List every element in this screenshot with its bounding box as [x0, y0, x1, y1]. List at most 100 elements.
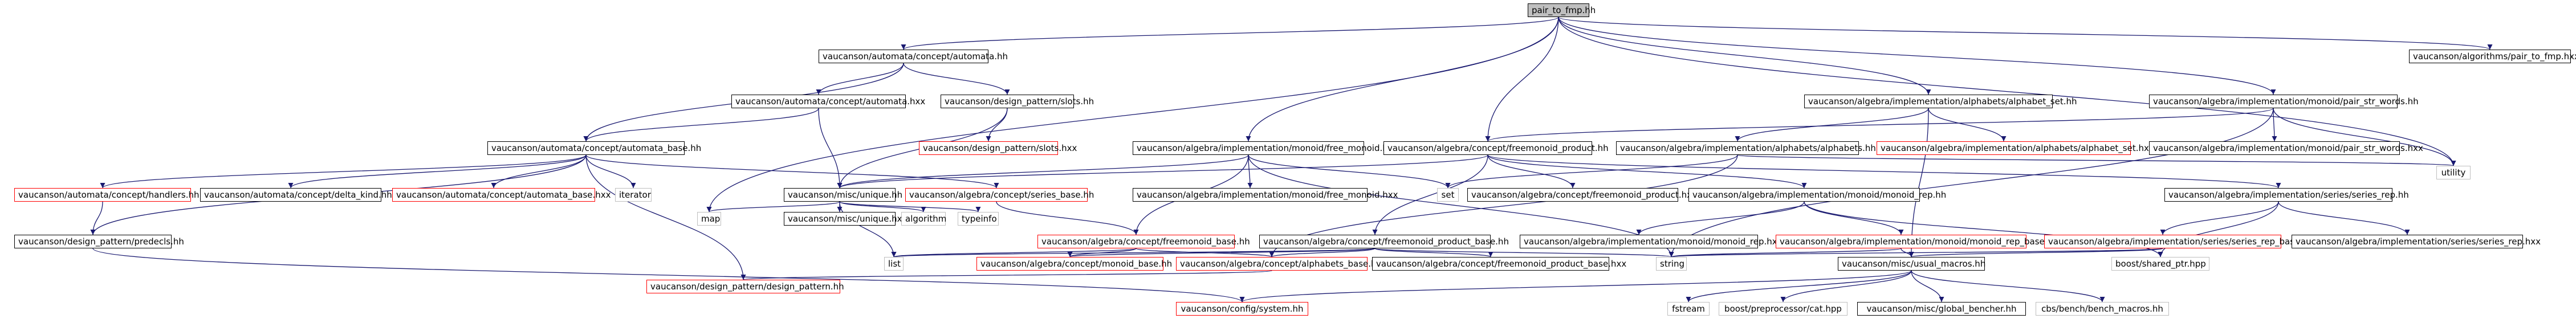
edge	[892, 248, 1376, 258]
edge	[1485, 17, 1559, 142]
edge	[1804, 201, 2163, 258]
edge	[2272, 108, 2277, 142]
edge	[1558, 17, 2493, 50]
node-monoid-rep-base-hh[interactable]: vaucanson/algebra/implementation/monoid/…	[1776, 235, 2058, 248]
node-slots-hxx[interactable]: vaucanson/design_pattern/slots.hxx	[919, 141, 1077, 155]
node-list[interactable]: list	[884, 257, 904, 271]
edge	[903, 63, 1010, 95]
edge	[2158, 201, 2279, 258]
edge	[288, 154, 587, 189]
edge	[491, 154, 587, 189]
node-freemonoid-product-base-hxx[interactable]: vaucanson/algebra/concept/freemonoid_pro…	[1372, 257, 1626, 271]
node-unique-hxx[interactable]: vaucanson/misc/unique.hxx	[784, 212, 907, 226]
node-string[interactable]: string	[1656, 257, 1687, 271]
edge	[1780, 270, 1912, 303]
node-monoid-rep-hxx[interactable]: vaucanson/algebra/implementation/monoid/…	[1520, 235, 1783, 248]
edge	[1445, 154, 1738, 189]
edge	[100, 154, 587, 189]
edge	[1239, 270, 1912, 303]
node-unique-hh[interactable]: vaucanson/misc/unique.hh	[784, 188, 902, 202]
node-pair-to-fmp-hxx[interactable]: vaucanson/algorithms/pair_to_fmp.hxx	[2409, 50, 2576, 63]
node-slots-hh[interactable]: vaucanson/design_pattern/slots.hh	[941, 95, 1094, 108]
node-monoid-base-hh[interactable]: vaucanson/algebra/concept/monoid_base.hh	[976, 257, 1172, 271]
edge	[1487, 154, 1576, 189]
node-series-base-hh[interactable]: vaucanson/algebra/concept/series_base.hh	[905, 188, 1094, 202]
node-automata-base-hxx[interactable]: vaucanson/automata/concept/automata_base…	[392, 188, 611, 202]
edge	[1928, 108, 2007, 142]
edge	[2160, 201, 2279, 235]
node-automata-hh[interactable]: vaucanson/automata/concept/automata.hh	[819, 50, 1008, 63]
edge	[1248, 154, 1451, 189]
node-design-pattern-hh[interactable]: vaucanson/design_pattern/design_pattern.…	[646, 280, 844, 293]
node-typeinfo[interactable]: typeinfo	[958, 212, 999, 226]
edge	[2273, 108, 2456, 166]
node-map[interactable]: map	[697, 212, 721, 226]
node-free-monoid-hh[interactable]: vaucanson/algebra/implementation/monoid/…	[1133, 141, 1393, 155]
edge	[1068, 248, 1376, 258]
node-automata-base-hh[interactable]: vaucanson/automata/concept/automata_base…	[487, 141, 701, 155]
node-global-bencher-hh[interactable]: vaucanson/misc/global_bencher.hh	[1857, 302, 2026, 316]
edge	[92, 248, 1245, 303]
edge	[891, 248, 1137, 258]
node-automata-hxx[interactable]: vaucanson/automata/concept/automata.hxx	[731, 95, 925, 108]
edge	[839, 201, 981, 213]
node-cat-hpp[interactable]: boost/preprocessor/cat.hpp	[1719, 302, 1847, 316]
edge	[585, 154, 636, 189]
node-fstream[interactable]: fstream	[1667, 302, 1710, 316]
edge	[996, 201, 1139, 235]
edge	[583, 108, 819, 142]
node-series-rep-hh[interactable]: vaucanson/algebra/implementation/series/…	[2164, 188, 2409, 202]
edge	[818, 108, 843, 189]
node-series-rep-hxx[interactable]: vaucanson/algebra/implementation/series/…	[2292, 235, 2541, 248]
node-system-hh[interactable]: vaucanson/config/system.hh	[1176, 302, 1308, 316]
edge	[741, 270, 1272, 280]
edge	[90, 201, 103, 235]
node-pair-to-fmp-hh[interactable]: pair_to_fmp.hh	[1528, 3, 1596, 17]
edge	[585, 154, 999, 189]
node-alphabet-set-hxx[interactable]: vaucanson/algebra/implementation/alphabe…	[1877, 141, 2154, 155]
node-handlers-hh[interactable]: vaucanson/automata/concept/handlers.hh	[14, 188, 200, 202]
node-algorithm[interactable]: algorithm	[901, 212, 946, 226]
node-shared-ptr-hpp[interactable]: boost/shared_ptr.hpp	[2111, 257, 2209, 271]
node-usual-macros-hh[interactable]: vaucanson/misc/usual_macros.hh	[1838, 257, 1985, 271]
node-alphabets-hh[interactable]: vaucanson/algebra/implementation/alphabe…	[1616, 141, 1876, 155]
node-utility[interactable]: utility	[2436, 166, 2471, 179]
edge	[1558, 17, 2456, 166]
edge	[585, 154, 746, 280]
edge	[1374, 248, 1674, 258]
node-bench-macros-hh[interactable]: cbs/bench/bench_macros.hh	[2036, 302, 2169, 316]
edge	[986, 108, 1008, 142]
node-alphabets-base-hh[interactable]: vaucanson/algebra/concept/alphabets_base…	[1176, 257, 1382, 271]
edge	[837, 154, 1488, 189]
edge	[1737, 154, 2456, 166]
node-iterator[interactable]: iterator	[615, 188, 652, 202]
node-delta-kind-hh[interactable]: vaucanson/automata/concept/delta_kind.hh	[200, 188, 392, 202]
edge	[1558, 17, 2276, 95]
edge	[1485, 108, 2274, 142]
node-predecls-hh[interactable]: vaucanson/design_pattern/predecls.hh	[14, 235, 184, 248]
node-freemonoid-product-hxx[interactable]: vaucanson/algebra/concept/freemonoid_pro…	[1467, 188, 1697, 202]
edge	[1269, 248, 1376, 258]
edge	[706, 17, 1559, 213]
edge	[1374, 248, 1493, 258]
edge	[1735, 108, 1929, 142]
node-free-monoid-hxx[interactable]: vaucanson/algebra/implementation/monoid/…	[1133, 188, 1398, 202]
edge	[1686, 270, 1912, 303]
node-freemonoid-base-hh[interactable]: vaucanson/algebra/concept/freemonoid_bas…	[1037, 235, 1250, 248]
edge	[1908, 108, 1929, 258]
node-monoid-rep-hh[interactable]: vaucanson/algebra/implementation/monoid/…	[1688, 188, 1946, 202]
node-freemonoid-product-base-hh[interactable]: vaucanson/algebra/concept/freemonoid_pro…	[1259, 235, 1509, 248]
edge	[1487, 154, 1807, 189]
node-alphabet-set-hh[interactable]: vaucanson/algebra/implementation/alphabe…	[1804, 95, 2077, 108]
node-pair-str-words-hh[interactable]: vaucanson/algebra/implementation/monoid/…	[2149, 95, 2419, 108]
edge	[1636, 201, 1805, 235]
edge	[1669, 108, 2274, 258]
edge	[1804, 201, 1904, 235]
edge	[901, 17, 1559, 50]
edge	[837, 154, 1249, 189]
node-freemonoid-product-hh[interactable]: vaucanson/algebra/concept/freemonoid_pro…	[1383, 141, 1609, 155]
node-pair-str-words-hxx[interactable]: vaucanson/algebra/implementation/monoid/…	[2149, 141, 2423, 155]
node-set[interactable]: set	[1437, 188, 1459, 202]
node-series-rep-base-hh[interactable]: vaucanson/algebra/implementation/series/…	[2044, 235, 2313, 248]
